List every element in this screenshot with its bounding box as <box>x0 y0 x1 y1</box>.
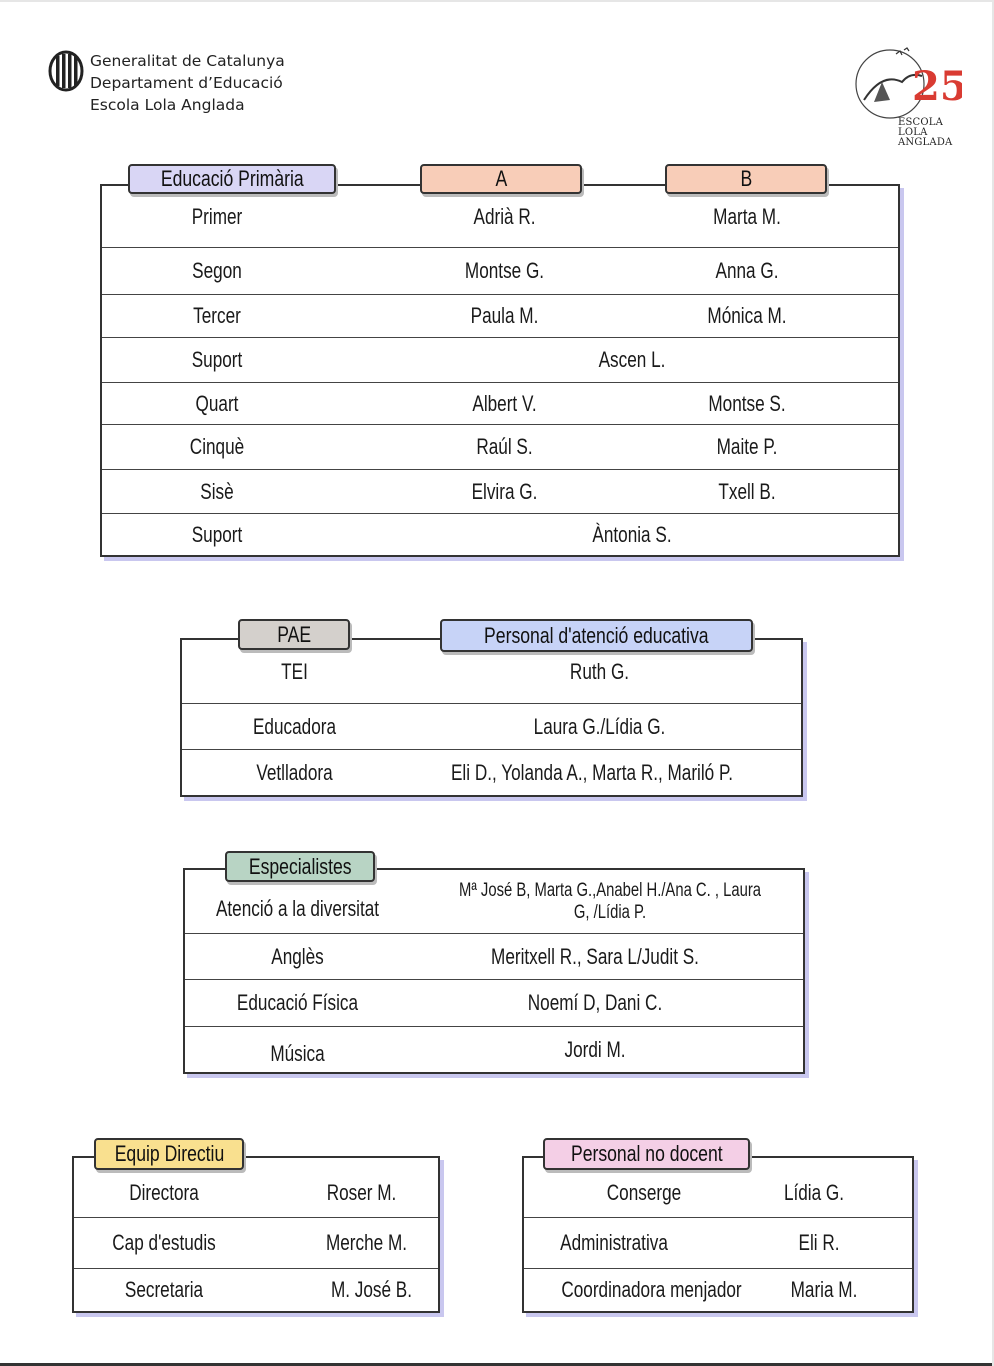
row-a: Albert V. <box>472 390 537 416</box>
row-level: Primer <box>191 203 243 229</box>
pae-subtitle-tab: Personal d'atenció educativa <box>440 619 753 652</box>
col-b-tab: B <box>665 164 827 194</box>
row-name: Lídia G. <box>783 1179 845 1205</box>
table-row: Secretaria M. José B. <box>74 1269 438 1311</box>
school-illustration-icon: 25 <box>855 47 968 119</box>
row-role: Conserge <box>606 1179 682 1205</box>
row-level: Tercer <box>193 303 241 328</box>
row-level: Suport <box>191 521 243 547</box>
table-row: Segon Montse G. Anna G. <box>102 248 898 295</box>
row-a: Elvira G. <box>471 478 538 504</box>
row-role: Atenció a la diversitat <box>215 895 380 921</box>
row-shared: Ascen L. <box>598 347 666 372</box>
table-row: Atenció a la diversitat Mª José B, Marta… <box>185 870 803 934</box>
table-row: Coordinadora menjador Maria M. <box>524 1269 912 1311</box>
row-role: Educació Física <box>236 990 359 1015</box>
table-row: Anglès Meritxell R., Sara L/Judit S. <box>185 934 803 980</box>
table-row: Suport Ascen L. <box>102 338 898 383</box>
table-row: Vetlladora Eli D., Yolanda A., Marta R.,… <box>182 750 801 795</box>
header-line-2: Departament d’Educació <box>90 74 283 92</box>
logo-name-1: ESCOLA <box>898 117 944 128</box>
row-b: Montse S. <box>708 390 786 416</box>
specialists-table: Atenció a la diversitat Mª José B, Marta… <box>183 868 805 1074</box>
row-names: Laura G./Lídia G. <box>533 713 666 739</box>
nonteaching-title-tab: Personal no docent <box>543 1138 750 1170</box>
row-role: Música <box>270 1040 325 1066</box>
pae-table: TEI Ruth G. Educadora Laura G./Lídia G. … <box>180 638 803 797</box>
row-role: Administrativa <box>560 1230 668 1255</box>
table-row: Educació Física Noemí D, Dani C. <box>185 980 803 1027</box>
row-a: Paula M. <box>470 303 539 328</box>
header: Generalitat de Catalunya Departament d’E… <box>48 50 285 116</box>
row-name: M. José B. <box>330 1277 413 1302</box>
table-row: Administrativa Eli R. <box>524 1218 912 1269</box>
table-row: Quart Albert V. Montse S. <box>102 383 898 425</box>
table-row: Cap d'estudis Merche M. <box>74 1218 438 1269</box>
row-names: Eli D., Yolanda A., Marta R., Mariló P. <box>450 759 734 785</box>
row-role: Directora <box>129 1179 199 1205</box>
row-role: Vetlladora <box>256 759 333 785</box>
row-names: Noemí D, Dani C. <box>527 990 663 1015</box>
logo-number: 25 <box>912 63 962 110</box>
school-logo: 25 ESCOLA LOLA ANGLADA <box>852 42 968 164</box>
header-line-3: Escola Lola Anglada <box>90 96 245 114</box>
row-b: Txell B. <box>718 478 776 504</box>
row-b: Marta M. <box>713 203 781 229</box>
row-level: Sisè <box>200 478 234 504</box>
table-row: Directora Roser M. <box>74 1158 438 1218</box>
row-names: Ruth G. <box>569 658 630 684</box>
row-shared: Àntonia S. <box>592 521 672 547</box>
row-names: Mª José B, Marta G.,Anabel H./Ana C. , L… <box>458 879 762 923</box>
management-table: Directora Roser M. Cap d'estudis Merche … <box>72 1156 440 1313</box>
row-role: Coordinadora menjador <box>561 1277 742 1302</box>
table-row: Música Jordi M. <box>185 1027 803 1072</box>
specialists-title-tab: Especialistes <box>225 851 375 882</box>
table-row: TEI Ruth G. <box>182 640 801 704</box>
pae-title-tab: PAE <box>238 619 350 650</box>
table-row: Conserge Lídia G. <box>524 1158 912 1218</box>
row-a: Adrià R. <box>473 203 536 229</box>
row-names: Meritxell R., Sara L/Judit S. <box>491 943 699 969</box>
table-row: Primer Adrià R. Marta M. <box>102 186 898 248</box>
header-line-1: Generalitat de Catalunya <box>90 52 285 70</box>
row-name: Eli R. <box>798 1230 840 1255</box>
primary-table: Primer Adrià R. Marta M. Segon Montse G.… <box>100 184 900 557</box>
row-a: Raúl S. <box>476 434 533 459</box>
row-name: Merche M. <box>325 1230 408 1255</box>
row-a: Montse G. <box>464 258 545 283</box>
row-role: Cap d'estudis <box>112 1230 216 1255</box>
row-name: Roser M. <box>326 1179 397 1205</box>
col-a-tab: A <box>420 164 582 194</box>
row-name: Maria M. <box>790 1277 858 1302</box>
table-row: Educadora Laura G./Lídia G. <box>182 704 801 750</box>
primary-title-tab: Educació Primària <box>128 164 336 194</box>
logo-name-3: ANGLADA <box>898 137 953 148</box>
row-role: TEI <box>281 658 308 684</box>
row-role: Secretaria <box>124 1277 204 1302</box>
row-level: Cinquè <box>189 434 245 459</box>
table-row: Suport Àntonia S. <box>102 514 898 555</box>
row-level: Quart <box>195 390 239 416</box>
row-b: Anna G. <box>715 258 779 283</box>
row-names: Jordi M. <box>564 1036 626 1062</box>
generalitat-logo-icon <box>48 50 84 92</box>
row-level: Suport <box>191 347 243 372</box>
page-edge <box>0 1363 992 1366</box>
row-level: Segon <box>192 258 242 283</box>
table-row: Sisè Elvira G. Txell B. <box>102 470 898 514</box>
table-row: Cinquè Raúl S. Maite P. <box>102 425 898 470</box>
row-role: Educadora <box>252 713 336 739</box>
table-row: Tercer Paula M. Mónica M. <box>102 295 898 338</box>
nonteaching-table: Conserge Lídia G. Administrativa Eli R. … <box>522 1156 914 1313</box>
logo-name-2: LOLA <box>898 127 928 138</box>
row-b: Maite P. <box>716 434 778 459</box>
management-title-tab: Equip Directiu <box>94 1138 244 1170</box>
row-role: Anglès <box>271 943 324 969</box>
row-b: Mónica M. <box>707 303 787 328</box>
